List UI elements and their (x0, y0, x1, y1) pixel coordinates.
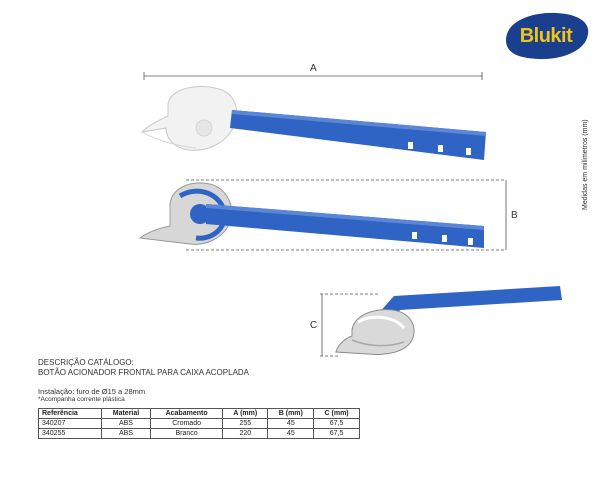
cell-a: 255 (222, 418, 269, 429)
header-a: A (mm) (222, 408, 269, 419)
cell-c: 67,5 (313, 418, 360, 429)
cell-acabamento: Cromado (150, 418, 224, 429)
cell-material: ABS (100, 418, 152, 429)
table-row: 340255 ABS Branco 220 45 67,5 (38, 428, 360, 439)
cell-c: 67,5 (313, 428, 360, 439)
dimension-a-label: A (310, 63, 317, 74)
dimension-b-line (186, 179, 507, 251)
installation-info: Instalação: furo de Ø15 a 28mm (38, 387, 146, 396)
units-note: Medidas em milímetros (mm) (582, 119, 589, 210)
spec-table: Referência Material Acabamento A (mm) B … (38, 408, 360, 439)
accessory-note: *Acompanha corrente plástica (38, 396, 125, 403)
header-material: Material (100, 408, 152, 419)
middle-lever-image (138, 182, 484, 248)
logo-text: Blukit (519, 24, 573, 47)
description-text: BOTÃO ACIONADOR FRONTAL PARA CAIXA ACOPL… (38, 368, 250, 377)
cell-referencia: 340207 (38, 418, 102, 429)
cell-acabamento: Branco (150, 428, 224, 439)
dimension-c-label: C (310, 320, 318, 331)
header-referencia: Referência (38, 408, 102, 419)
logo-shape (506, 12, 589, 60)
table-row: 340207 ABS Cromado 255 45 67,5 (38, 418, 360, 429)
cell-referencia: 340255 (38, 428, 102, 439)
cell-material: ABS (100, 428, 152, 439)
top-lever-image (140, 86, 486, 160)
bottom-lever-image (335, 286, 562, 355)
dimension-c-line (320, 293, 378, 357)
cell-a: 220 (222, 428, 269, 439)
brand-logo: Blukit (500, 10, 592, 62)
cell-b: 45 (267, 428, 315, 439)
header-b: B (mm) (267, 408, 315, 419)
cell-b: 45 (267, 418, 315, 429)
dimension-b-label: B (511, 210, 518, 221)
description-title: DESCRIÇÃO CATÁLOGO: (38, 358, 134, 367)
product-illustration (138, 72, 562, 357)
dimension-a-line (143, 72, 483, 80)
header-c: C (mm) (313, 408, 360, 419)
header-acabamento: Acabamento (150, 408, 224, 419)
table-header-row: Referência Material Acabamento A (mm) B … (38, 408, 360, 419)
